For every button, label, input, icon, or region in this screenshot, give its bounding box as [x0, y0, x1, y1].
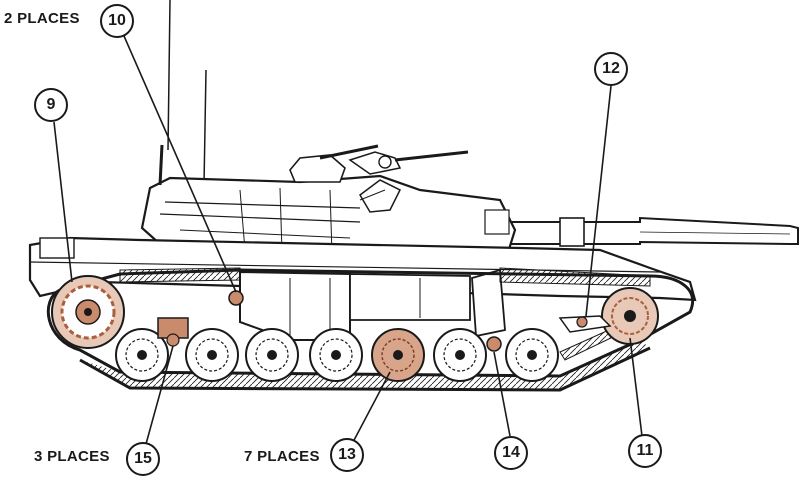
callout-13: 13 — [330, 438, 364, 472]
support-roller-10 — [228, 290, 244, 306]
idler-wheel — [601, 287, 659, 345]
callout-15: 15 — [126, 442, 160, 476]
callout-14: 14 — [494, 436, 528, 470]
antenna-right — [203, 69, 207, 186]
callout-12: 12 — [594, 52, 628, 86]
hull — [28, 236, 697, 302]
road-wheel — [185, 328, 239, 382]
track-adjuster-12 — [558, 315, 612, 333]
callout-11: 11 — [628, 434, 662, 468]
road-wheel — [245, 328, 299, 382]
bump-stop-14 — [486, 336, 502, 352]
main-gun — [499, 216, 799, 247]
antenna-left — [167, 0, 171, 151]
road-wheel-highlighted — [371, 328, 425, 382]
callout-10: 10 — [100, 4, 134, 38]
turret — [140, 144, 517, 264]
callout-13-note: 7 PLACES — [244, 448, 320, 465]
road-wheels — [115, 328, 559, 382]
drive-sprocket — [51, 275, 125, 349]
callout-9: 9 — [34, 88, 68, 122]
leader-lines — [53, 35, 643, 445]
callout-10-note: 2 PLACES — [4, 10, 80, 27]
shock-absorber-15 — [157, 317, 189, 347]
road-wheel — [309, 328, 363, 382]
road-wheel — [505, 328, 559, 382]
road-wheel — [433, 328, 487, 382]
callout-15-note: 3 PLACES — [34, 448, 110, 465]
road-wheel — [115, 328, 169, 382]
